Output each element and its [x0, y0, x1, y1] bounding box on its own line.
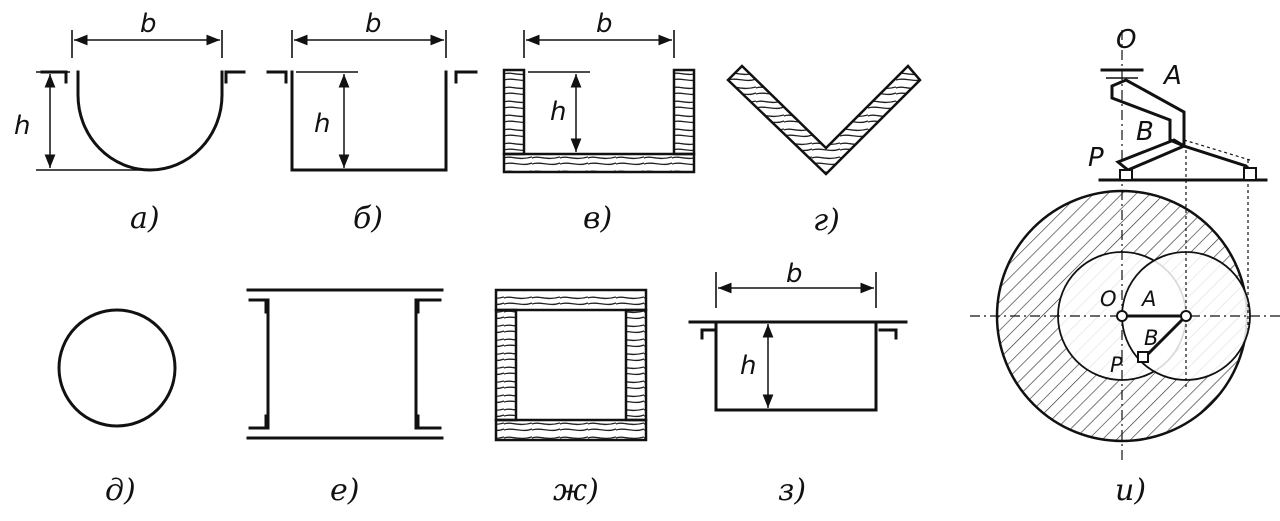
point-label-b-plan: B	[1144, 326, 1158, 350]
point-label-p-elev: P	[1088, 143, 1104, 173]
shape-z-flanged-box: b h з)	[688, 259, 908, 508]
dim-label-width-z: b	[786, 259, 803, 289]
caption-d: д)	[105, 473, 136, 508]
dim-label-height-v: h	[550, 97, 566, 127]
caption-v: в)	[583, 201, 612, 236]
point-label-o-elev: O	[1116, 25, 1136, 55]
dim-label-height-z: h	[740, 351, 756, 381]
caption-g: г)	[813, 203, 840, 238]
shape-d-circle: д)	[57, 308, 177, 508]
shape-e-closed-box: е)	[246, 288, 444, 508]
shape-i-rotary-mechanism: O A B P O A B P и)	[970, 25, 1280, 508]
dim-label-height-a: h	[14, 111, 30, 141]
point-label-b-elev: B	[1136, 117, 1154, 147]
dim-label-width-v: b	[596, 9, 613, 39]
point-label-o-plan: O	[1100, 287, 1117, 311]
dim-label-height-b: h	[314, 109, 330, 139]
point-label-p-plan: P	[1110, 353, 1123, 377]
dim-label-width-a: b	[140, 9, 157, 39]
caption-e: е)	[330, 473, 359, 508]
shape-v-wooden-trough: b h в)	[502, 9, 696, 236]
shape-a-semicircular-trough: b h а)	[14, 9, 246, 236]
caption-i: и)	[1115, 473, 1146, 508]
shape-b-rectangular-trough: b h б)	[266, 9, 478, 236]
dim-label-width-b: b	[365, 9, 382, 39]
point-label-a-plan: A	[1140, 287, 1156, 311]
caption-z: з)	[778, 473, 806, 508]
shape-g-v-chute: г)	[726, 64, 922, 238]
shape-zh-wooden-box: ж)	[494, 288, 648, 508]
caption-zh: ж)	[553, 473, 599, 508]
caption-b: б)	[353, 201, 383, 236]
caption-a: а)	[130, 201, 160, 236]
point-label-a-elev: A	[1162, 61, 1182, 91]
